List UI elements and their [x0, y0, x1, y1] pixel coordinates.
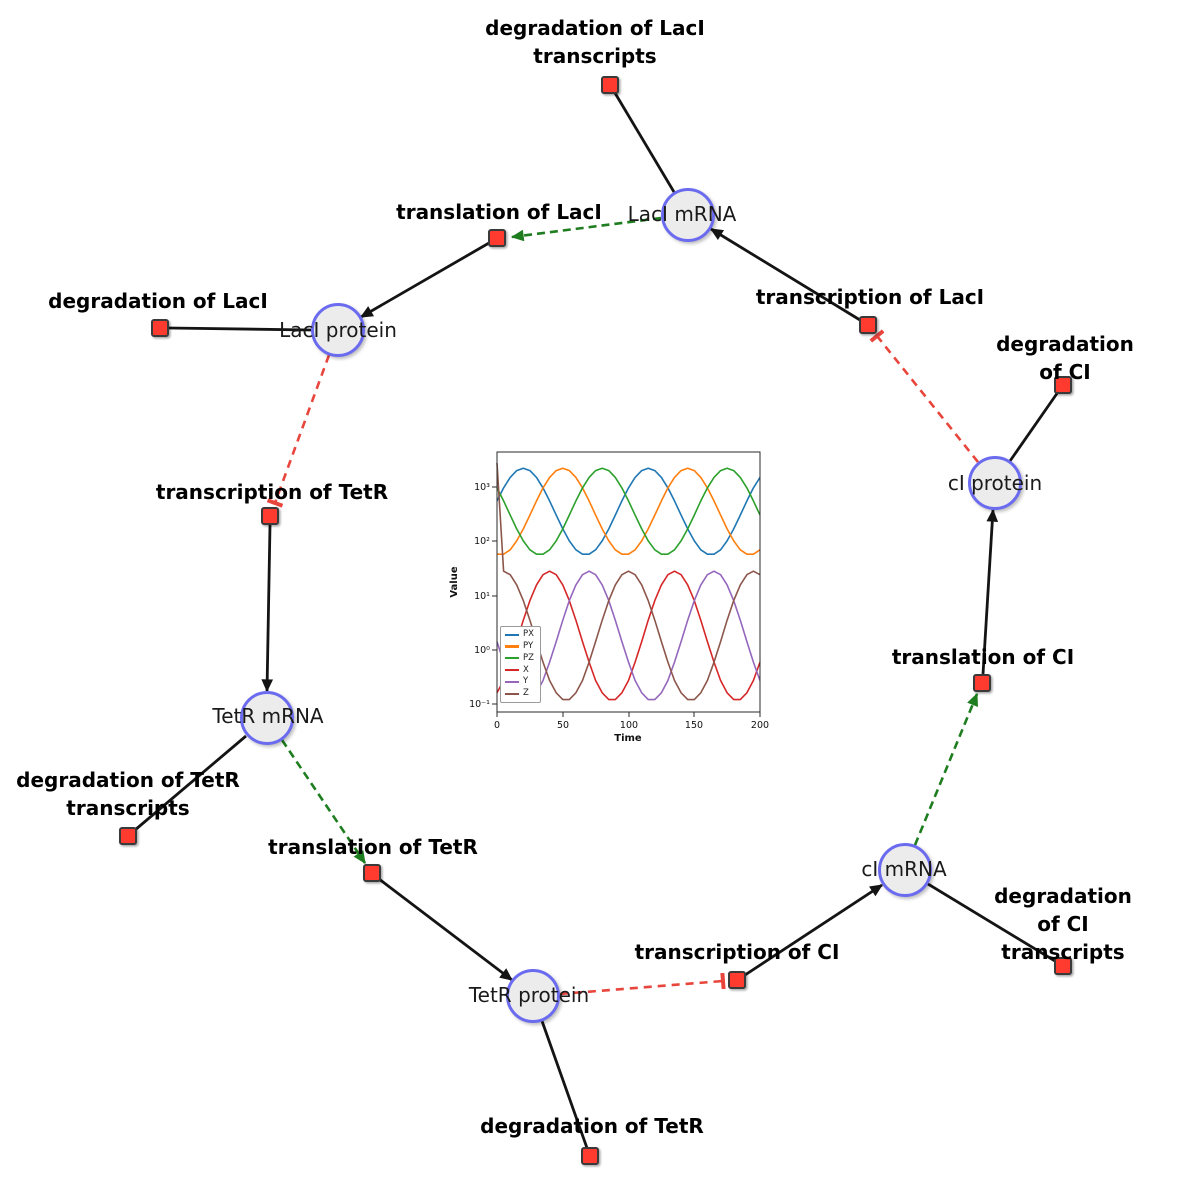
edge-transcription-laci-to-laci-mrna [710, 227, 861, 322]
y-tick-label: 10² [474, 536, 490, 547]
edge-laci-mrna-to-degradation-transcripts [613, 92, 676, 193]
legend-item: PX [505, 629, 534, 639]
species-label-laci-protein: LacI protein [279, 318, 397, 342]
legend-swatch-py [505, 645, 519, 648]
edge-ci-protein-inhibits-transcription-laci [869, 329, 980, 463]
edge-transcription-tetr-to-tetr-mrna [261, 524, 274, 693]
series-line-pz [496, 467, 761, 555]
edge-translation-tetr-to-tetr-protein [378, 877, 513, 982]
edge-ci-mrna-modifies-translation [913, 692, 979, 846]
species-label-laci-mrna: LacI mRNA [627, 202, 737, 226]
series-line-py [497, 467, 761, 555]
x-axis-label: Time [614, 733, 642, 743]
reaction-label-degradation-tetr-transcripts: degradation of TetR transcripts [16, 768, 240, 820]
edge-translation-laci-to-laci-protein [359, 241, 490, 319]
reaction-label-transcription-tetr: transcription of TetR [155, 480, 389, 504]
legend-item: Y [505, 677, 534, 686]
legend-label-py: PY [523, 640, 534, 651]
x-tick-label: 0 [494, 720, 500, 731]
reaction-label-translation-laci: translation of LacI [396, 200, 602, 224]
legend-swatch-z [505, 692, 519, 695]
legend-item: PZ [505, 652, 534, 663]
reaction-label-degradation-laci: degradation of LacI [48, 289, 268, 313]
reaction-label-translation-tetr: translation of TetR [268, 835, 478, 859]
y-tick-label: 10¹ [474, 591, 490, 602]
reaction-node-degradation-laci[interactable] [151, 319, 169, 337]
species-node-laci-mrna[interactable] [661, 188, 715, 242]
edge-translation-ci-to-ci-protein [981, 508, 999, 675]
reaction-node-degradation-ci-transcripts[interactable] [1054, 957, 1072, 975]
reaction-node-transcription-tetr[interactable] [261, 507, 279, 525]
reaction-label-degradation-ci: degradation of CI [996, 332, 1134, 384]
y-tick-label: 10³ [474, 482, 490, 493]
species-label-ci-mrna: cI mRNA [861, 857, 947, 881]
edge-laci-protein-inhibits-transcription-tetr [266, 354, 331, 508]
series-line-px [496, 467, 761, 555]
legend-item: X [505, 664, 534, 675]
series-line-x [496, 570, 761, 701]
species-label-ci-protein: cI protein [947, 471, 1043, 495]
x-tick-label: 50 [557, 720, 569, 731]
x-tick-label: 150 [685, 720, 703, 731]
legend-swatch-x [505, 669, 519, 672]
chart-legend: PX PY PZ X Y Z [500, 626, 541, 703]
species-node-tetr-protein[interactable] [506, 969, 560, 1023]
x-tick-label: 100 [620, 720, 638, 731]
species-label-tetr-protein: TetR protein [468, 983, 590, 1007]
reaction-node-transcription-ci[interactable] [728, 971, 746, 989]
species-node-ci-protein[interactable] [968, 456, 1022, 510]
reaction-label-transcription-laci: transcription of LacI [755, 285, 985, 309]
y-tick-label: 10⁰ [474, 645, 490, 656]
legend-label-px: PX [523, 629, 534, 639]
reaction-label-degradation-laci-transcripts: degradation of LacI transcripts [485, 16, 705, 68]
edge-tetr-mrna-modifies-translation [280, 739, 367, 864]
reaction-node-translation-laci[interactable] [488, 229, 506, 247]
edge-transcription-ci-to-ci-mrna [744, 883, 883, 977]
legend-item: Z [505, 688, 534, 699]
legend-item: PY [505, 640, 534, 651]
edge-ci-mrna-to-degradation-transcripts [927, 882, 1056, 963]
legend-label-y: Y [523, 676, 529, 687]
edge-laci-protein-to-degradation [168, 326, 312, 332]
reaction-label-translation-ci: translation of CI [891, 645, 1075, 669]
legend-label-pz: PZ [523, 652, 534, 663]
simulation-inset-chart: 10³ 10² 10¹ 10⁰ 10⁻¹ 0 50 100 150 200 Ti… [445, 438, 775, 743]
reaction-label-transcription-ci: transcription of CI [634, 940, 840, 964]
reaction-label-degradation-tetr: degradation of TetR [480, 1114, 704, 1138]
edge-tetr-mrna-to-degradation-transcripts [134, 734, 247, 832]
reaction-node-degradation-ci[interactable] [1054, 376, 1072, 394]
reaction-node-degradation-tetr-transcripts[interactable] [119, 827, 137, 845]
reaction-node-transcription-laci[interactable] [859, 316, 877, 334]
species-node-ci-mrna[interactable] [878, 843, 932, 897]
species-label-tetr-mrna: TetR mRNA [212, 704, 324, 728]
reaction-node-translation-tetr[interactable] [363, 864, 381, 882]
x-tick-label: 200 [751, 720, 769, 731]
species-node-tetr-mrna[interactable] [240, 691, 294, 745]
legend-swatch-pz [505, 657, 519, 660]
legend-label-x: X [523, 664, 529, 675]
edge-tetr-protein-to-degradation [540, 1020, 589, 1149]
reaction-node-translation-ci[interactable] [973, 674, 991, 692]
reaction-label-degradation-ci-transcripts: degradation of CI transcripts [994, 884, 1132, 964]
edge-ci-protein-to-degradation [1008, 391, 1060, 462]
legend-label-z: Z [523, 688, 529, 699]
inset-chart-svg: 10³ 10² 10¹ 10⁰ 10⁻¹ 0 50 100 150 200 Ti… [449, 451, 769, 743]
reaction-node-degradation-laci-transcripts[interactable] [601, 76, 619, 94]
y-tick-label: 10⁻¹ [469, 699, 490, 710]
y-axis-label: Value [449, 566, 460, 597]
species-node-laci-protein[interactable] [311, 303, 365, 357]
legend-swatch-y [505, 680, 519, 684]
reaction-node-degradation-tetr[interactable] [581, 1147, 599, 1165]
legend-swatch-px [505, 633, 519, 636]
